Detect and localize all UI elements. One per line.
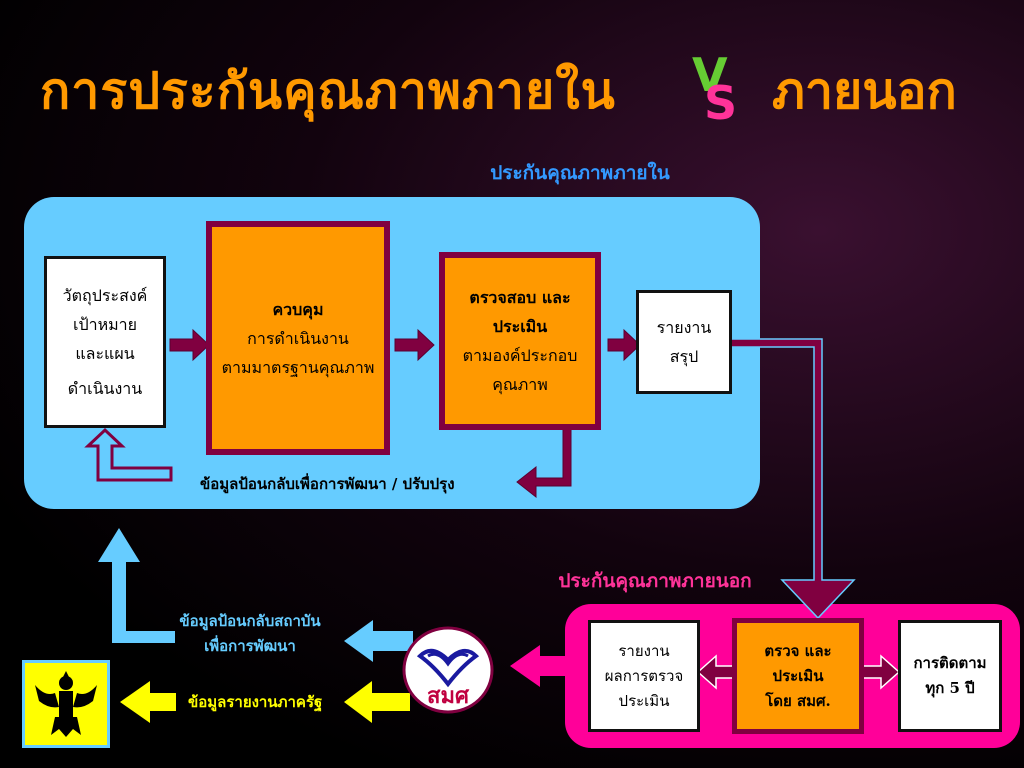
external-heading: ประกันคุณภาพภายนอก — [558, 570, 752, 592]
external-report-line-1: รายงาน — [618, 641, 670, 660]
assess-box: ตรวจสอบ และ ประเมิน ตามองค์ประกอบ คุณภาพ — [439, 252, 601, 430]
external-assess-line-2: ประเมิน — [772, 666, 824, 685]
external-assess-line-3: โดย สมศ. — [765, 691, 831, 710]
onesqa-logo-icon: สมศ — [402, 626, 494, 714]
follow-up-line-2: ทุก 5 ปี — [925, 679, 975, 697]
objectives-line-1: วัตถุประสงค์ — [62, 286, 148, 305]
garuda-emblem-icon — [22, 660, 110, 748]
institution-feedback-line-2: เพื่อการพัฒนา — [204, 637, 296, 655]
control-box: ควบคุม การดำเนินงาน ตามมาตรฐานคุณภาพ — [206, 221, 390, 455]
external-assess-box: ตรวจ และ ประเมิน โดย สมศ. — [732, 618, 864, 734]
objectives-box: วัตถุประสงค์ เป้าหมาย และแผน ดำเนินงาน — [44, 256, 166, 428]
follow-up-line-1: การติดตาม — [913, 654, 987, 672]
title-external: ภายนอก — [772, 61, 957, 120]
summary-report-line-2: สรุป — [669, 347, 699, 366]
gov-report-label: ข้อมูลรายงานภาครัฐ — [188, 693, 323, 711]
internal-feedback-label: ข้อมูลป้อนกลับเพื่อการพัฒนา / ปรับปรุง — [200, 475, 455, 493]
control-line-2: ตามมาตรฐานคุณภาพ — [221, 357, 375, 377]
control-line-1: การดำเนินงาน — [247, 328, 349, 348]
vs-s: S — [704, 76, 738, 130]
title-internal: การประกันคุณภาพภายใน — [40, 61, 616, 120]
external-assess-line-1: ตรวจ และ — [764, 641, 832, 660]
internal-heading: ประกันคุณภาพภายใน — [490, 162, 670, 184]
external-report-line-3: ประเมิน — [618, 691, 670, 710]
summary-report-box: รายงาน สรุป — [636, 290, 732, 394]
assess-title-1: ตรวจสอบ และ — [469, 288, 571, 307]
assess-line-2: คุณภาพ — [492, 375, 548, 394]
objectives-line-3: และแผน — [75, 344, 135, 363]
institution-feedback-line-1: ข้อมูลป้อนกลับสถาบัน — [179, 612, 321, 630]
external-report-line-2: ผลการตรวจ — [604, 666, 684, 685]
onesqa-logo-text: สมศ — [427, 684, 469, 709]
control-title: ควบคุม — [272, 299, 324, 319]
objectives-line-2: เป้าหมาย — [72, 315, 138, 334]
assess-title-2: ประเมิน — [492, 317, 548, 336]
vs-v: V — [692, 48, 728, 102]
follow-up-box: การติดตาม ทุก 5 ปี — [898, 620, 1002, 732]
summary-report-line-1: รายงาน — [656, 318, 712, 337]
external-report-box: รายงาน ผลการตรวจ ประเมิน — [588, 620, 700, 732]
objectives-line-4: ดำเนินงาน — [67, 379, 143, 398]
institution-feedback-label: ข้อมูลป้อนกลับสถาบัน เพื่อการพัฒนา — [170, 609, 330, 659]
assess-line-1: ตามองค์ประกอบ — [462, 346, 578, 365]
